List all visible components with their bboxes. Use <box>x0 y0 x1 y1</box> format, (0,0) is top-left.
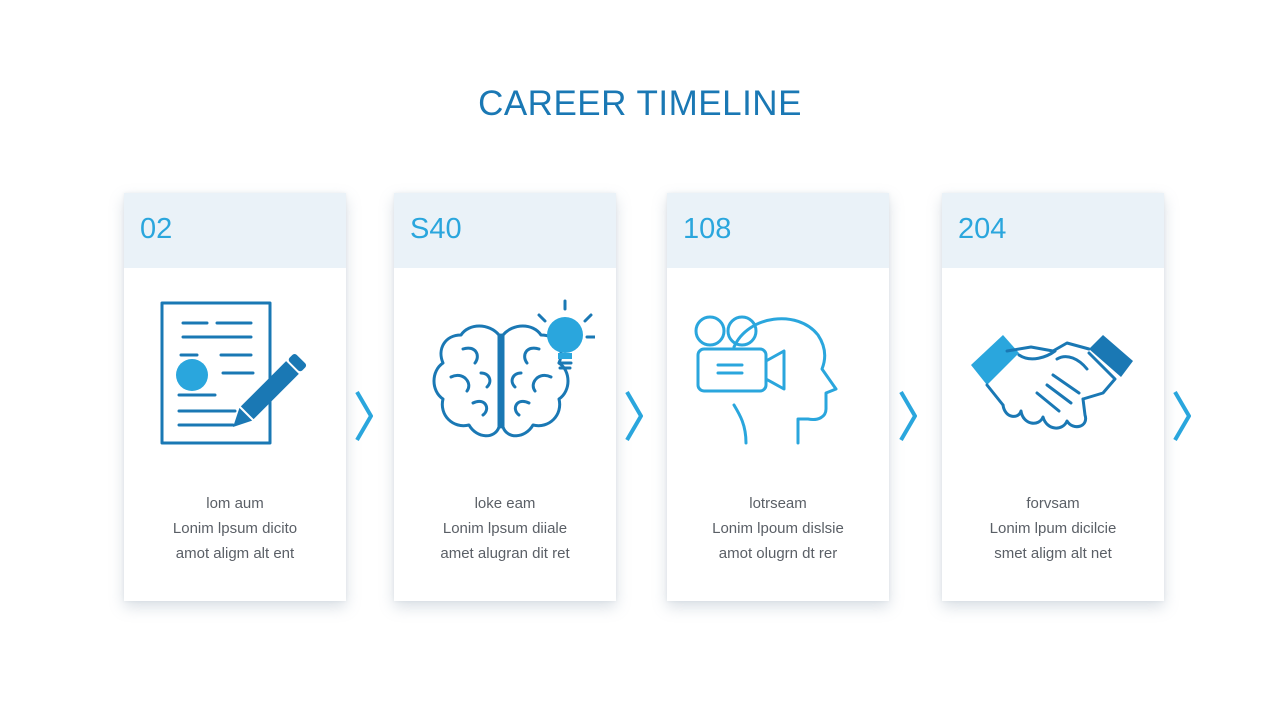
head-camera-icon <box>688 293 868 453</box>
card-description: forvsam Lonim lpum dicilcie smet aligm a… <box>942 491 1164 566</box>
card-text-line: smet aligm alt net <box>994 545 1112 562</box>
card-text-line: Lonim lpum dicilcie <box>989 520 1117 537</box>
timeline-card-2: S40 loke eam Lonim lpsum diiale a <box>394 193 616 601</box>
card-text-line: forvsam <box>1026 495 1080 512</box>
chevron-right-icon <box>899 390 917 442</box>
card-text-line: loke eam <box>474 495 536 512</box>
chevron-right-icon <box>1173 390 1191 442</box>
chevron-right-icon <box>355 390 373 442</box>
card-text-line: amot aligm alt ent <box>175 545 295 562</box>
card-text-line: Lonim lpoum dislsie <box>712 520 844 537</box>
page-title: CAREER TIMELINE <box>478 84 802 123</box>
timeline-card-3: 108 lotrseam Lonim lpoum dislsie amot ol… <box>667 193 889 601</box>
card-header: 02 <box>124 193 346 268</box>
card-number: 02 <box>140 213 173 245</box>
card-header: 108 <box>667 193 889 268</box>
card-description: lotrseam Lonim lpoum dislsie amot olugrn… <box>667 491 889 566</box>
card-number: 108 <box>683 213 732 245</box>
card-text-line: Lonim lpsum dicito <box>172 520 298 537</box>
chevron-right-icon <box>625 390 643 442</box>
document-pen-icon <box>145 293 325 453</box>
card-header: S40 <box>394 193 616 268</box>
card-text-line: amet alugran dit ret <box>440 545 570 562</box>
card-text-line: lom aum <box>206 495 264 512</box>
card-number: 204 <box>958 213 1007 245</box>
handshake-icon <box>963 293 1143 453</box>
card-text-line: amot olugrn dt rer <box>718 545 838 562</box>
timeline-card-4: 204 forvsam Lonim lpum dicilcie smet ali… <box>942 193 1164 601</box>
card-description: loke eam Lonim lpsum diiale amet alugran… <box>394 491 616 566</box>
timeline-card-1: 02 lom aum Lonim lpsum dicito amot aligm… <box>124 193 346 601</box>
card-text-line: lotrseam <box>749 495 807 512</box>
card-header: 204 <box>942 193 1164 268</box>
card-number: S40 <box>410 213 462 245</box>
brain-lightbulb-icon <box>415 293 595 453</box>
card-description: lom aum Lonim lpsum dicito amot aligm al… <box>124 491 346 566</box>
card-text-line: Lonim lpsum diiale <box>442 520 568 537</box>
